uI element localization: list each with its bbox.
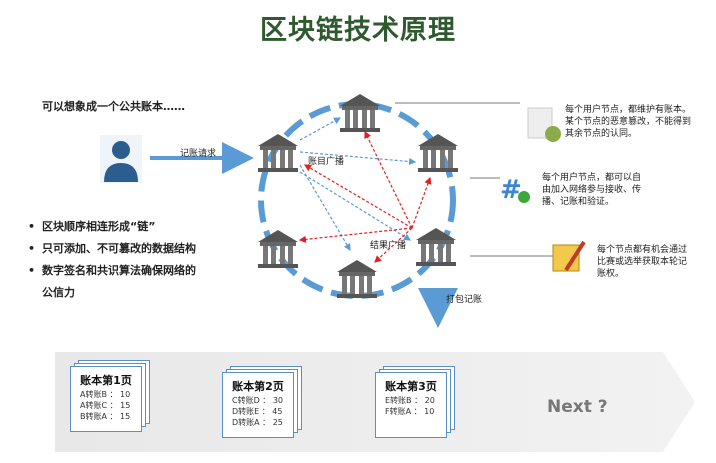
bullet-text: 只可添加、不可篡改的数据结构 [42, 242, 196, 255]
note-pen-icon [552, 240, 586, 272]
intro-text: 可以想象成一个公共账本…… [42, 100, 185, 113]
svg-text:#: # [500, 175, 522, 205]
user-icon [100, 135, 142, 183]
note-line: 播、记账和验证。 [542, 197, 615, 207]
bullet-item: •区块顺序相连形成“链” [28, 220, 156, 233]
broadcast-ledger-label: 账目广播 [308, 157, 345, 167]
ledger-row: A转账C ： 15 [80, 401, 131, 410]
note-line: 其余节点的认同。 [565, 129, 638, 139]
note-bookkeeping: 每个节点都有机会通过比赛或选举获取本轮记账权。 [597, 244, 687, 280]
request-label: 记账请求 [180, 149, 217, 159]
bullet-item: 公信力 [42, 284, 75, 300]
page-title: 区块链技术原理 [260, 15, 456, 46]
ledger-row: D转账E ： 45 [232, 407, 283, 416]
bank-node-icon [258, 230, 298, 268]
bank-node-icon [258, 134, 298, 172]
bullet-text: 公信力 [42, 286, 75, 299]
pack-label: 打包记账 [446, 295, 483, 305]
ledger-row: B转账A ： 15 [80, 412, 131, 421]
ledger-row: A转账B ： 10 [80, 390, 131, 399]
note-line: 每个用户节点，都可以自 [542, 173, 642, 183]
note-line: 每个用户节点，都维护有账本。 [565, 105, 692, 115]
note-line: 某个节点的恶意篡改，不能得到 [565, 117, 692, 127]
network-add-icon: # [500, 175, 530, 205]
note-line: 账权。 [597, 269, 625, 279]
note-ledger: 每个用户节点，都维护有账本。某个节点的恶意篡改，不能得到其余节点的认同。 [565, 104, 691, 140]
ledger-page-1: 账本第1页 A转账B ： 10 A转账C ： 15 B转账A ： 15 [70, 360, 150, 432]
note-line: 由加入网络参与接收、传 [542, 185, 642, 195]
bullet-text: 区块顺序相连形成“链” [42, 220, 156, 233]
broadcast-result-label: 结果广播 [370, 241, 407, 251]
bullet-item: •数字签名和共识算法确保网络的 [28, 264, 196, 277]
ledger-page-3: 账本第3页 E转账B ： 20 F转账A ： 10 [375, 366, 455, 438]
bullet-item: •只可添加、不可篡改的数据结构 [28, 242, 196, 255]
ledger-row: E转账B ： 20 [385, 396, 435, 405]
ledger-page-title: 账本第3页 [385, 380, 437, 393]
ledger-page-title: 账本第2页 [232, 380, 284, 393]
note-line: 每个节点都有机会通过 [597, 245, 688, 255]
ledger-row: D转账A ： 25 [232, 418, 283, 427]
note-line: 比赛或选举获取本轮记 [597, 257, 688, 267]
ledger-page-title: 账本第1页 [80, 374, 132, 387]
bullet-text: 数字签名和共识算法确保网络的 [42, 264, 196, 277]
ledger-row: C转账D ： 30 [232, 396, 284, 405]
ledger-page-2: 账本第2页 C转账D ： 30 D转账E ： 45 D转账A ： 25 [222, 366, 302, 438]
next-label: Next ? [547, 397, 608, 417]
note-join: 每个用户节点，都可以自由加入网络参与接收、传播、记账和验证。 [542, 172, 641, 208]
document-info-icon [527, 107, 561, 142]
bank-node-icon [418, 134, 458, 172]
bank-node-icon [340, 94, 380, 132]
ledger-row: F转账A ： 10 [385, 407, 435, 416]
bank-node-icon [337, 260, 377, 298]
